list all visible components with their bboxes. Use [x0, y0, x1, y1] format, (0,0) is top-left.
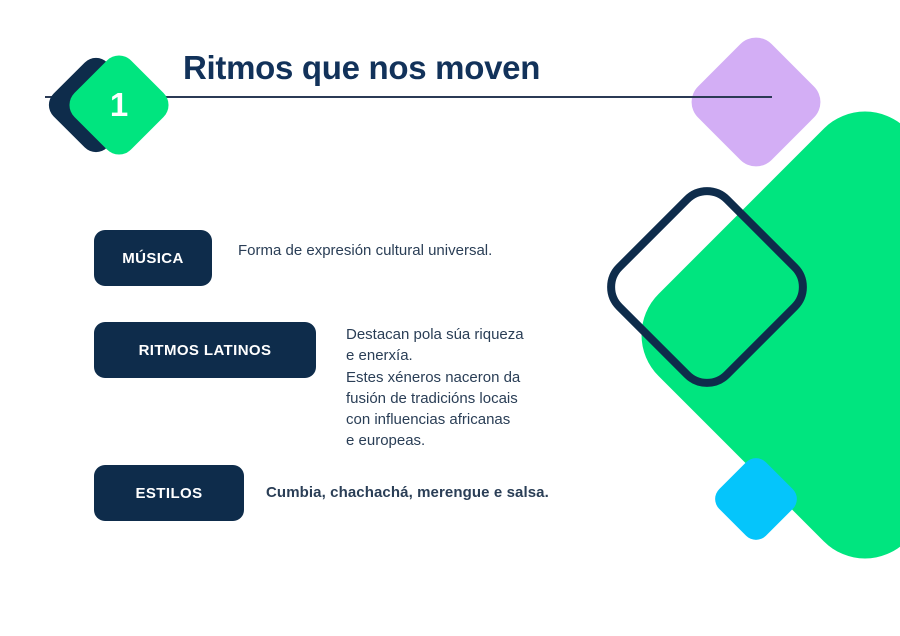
content-row-estilos: ESTILOS Cumbia, chachachá, merengue e sa…	[94, 465, 549, 521]
content-row-musica: MÚSICA Forma de expresión cultural unive…	[94, 230, 492, 286]
label-pill-estilos: ESTILOS	[94, 465, 244, 521]
header-divider-line	[45, 96, 772, 98]
description-ritmos-latinos: Destacan pola súa riqueza e enerxía. Est…	[346, 326, 524, 450]
description-musica: Forma de expresión cultural universal.	[238, 242, 493, 259]
label-pill-ritmos-latinos: RITMOS LATINOS	[94, 322, 316, 378]
slide-number-label: 1	[109, 86, 129, 123]
slide-number-badge: 1	[42, 48, 177, 171]
page-title: Ritmos que nos moven	[183, 49, 541, 86]
description-estilos: Cumbia, chachachá, merengue e salsa.	[266, 484, 549, 501]
content-row-ritmos-latinos: RITMOS LATINOS Destacan pola súa riqueza…	[94, 322, 524, 452]
label-pill-musica: MÚSICA	[94, 230, 212, 286]
